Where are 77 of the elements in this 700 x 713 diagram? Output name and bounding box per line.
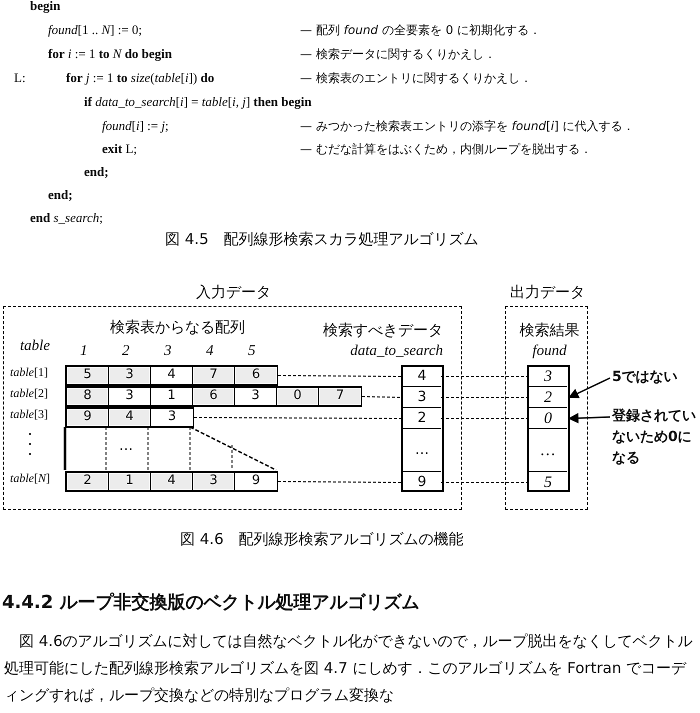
column-index: 4 (206, 343, 214, 360)
array-value: 5 (67, 367, 109, 384)
array-value: 2 (67, 473, 109, 490)
code-comment: — みつかった検索表エントリの添字を found[i] に代入する． (300, 118, 635, 135)
column-heading: 検索すべきデータ (322, 321, 443, 340)
array-value: 4 (151, 473, 193, 490)
row-label: table[2] (10, 386, 48, 401)
connector-line (440, 397, 530, 398)
variable-name: found (531, 343, 568, 360)
array-row (65, 386, 362, 407)
column-value: 9 (403, 472, 441, 493)
arrow (568, 377, 610, 398)
group-heading: 入力データ (195, 283, 272, 302)
array-value: 3 (109, 367, 151, 384)
code-line: end; (48, 187, 73, 203)
figure-caption: 図 4.6 配列線形検索アルゴリズムの機能 (180, 530, 464, 549)
annotation-text: 5ではない (612, 367, 700, 388)
column-value: 2 (403, 408, 441, 429)
column-value: 0 (529, 408, 567, 429)
array-value: 6 (193, 388, 235, 405)
array-value: 0 (277, 388, 319, 405)
connector-line (194, 417, 404, 419)
row-label: table[N] (10, 471, 50, 486)
code-comment: — 検索表のエントリに関するくりかえし． (300, 70, 532, 87)
column-heading: 検索結果 (518, 321, 580, 340)
ellipsis: … (119, 438, 133, 454)
array-row (65, 365, 278, 386)
array-value: 6 (235, 367, 277, 384)
figure-caption: 図 4.5 配列線形検索スカラ処理アルゴリズム (165, 230, 479, 249)
column-value: 4 (403, 366, 441, 387)
column-index: 1 (80, 343, 88, 360)
array-value: 9 (67, 409, 109, 426)
row-label: table[1] (10, 365, 48, 380)
statement-label: L: (14, 70, 26, 86)
code-line: if data_to_search[i] = table[i, j] then begin (84, 94, 312, 110)
column-value: 5 (529, 472, 567, 493)
arrow (568, 412, 610, 424)
code-line: found[1 .. N] := 0; (48, 22, 142, 38)
code-line: for j := 1 to size(table[i]) do (66, 70, 214, 86)
annotation-text: 登録されていないため0になる (612, 406, 700, 469)
column-value: 2 (529, 387, 567, 408)
column-value: … (403, 429, 441, 472)
connector-line (440, 376, 530, 377)
connector-line (278, 375, 404, 377)
variable-name: data_to_search (349, 343, 443, 360)
column-value: 3 (403, 387, 441, 408)
column-value: … (529, 429, 567, 472)
column-index: 3 (164, 343, 172, 360)
array-row (65, 471, 278, 492)
array-heading: 検索表からなる配列 (110, 318, 245, 337)
code-comment: — 検索データに関するくりかえし． (300, 46, 496, 63)
array-value: 1 (109, 473, 151, 490)
connector-line (440, 418, 530, 419)
connector-line (278, 481, 404, 483)
code-line: exit L; (102, 141, 138, 157)
paragraph: 図 4.6のアルゴリズムに対しては自然なベクトル化ができないので，ループ脱出をなくしてベクトル処理可能にした配列線形検索アルゴリズムを図 4.7 にしめす．このアルゴリズムを Fortran でコーディングすれば，ループ交換などの特別なプログラム変換な (4, 631, 694, 706)
code-comment: — むだな計算をはぶくため，内側ループを脱出する． (300, 141, 592, 158)
code-line: end; (84, 164, 109, 180)
array-value: 4 (109, 409, 151, 426)
code-line: found[i] := j; (102, 118, 169, 134)
section-heading: 4.4.2 ループ非交換版のベクトル処理アルゴリズム (2, 591, 420, 614)
array-value: 8 (67, 388, 109, 405)
array-value: 3 (193, 473, 235, 490)
array-value: 7 (193, 367, 235, 384)
column-value: 3 (529, 366, 567, 387)
column-index: 5 (248, 343, 256, 360)
array-name: table (20, 338, 50, 355)
code-line: for i := 1 to N do begin (48, 46, 172, 62)
code-line: begin (30, 0, 60, 14)
code-line: end s_search; (30, 210, 103, 226)
array-row (65, 407, 194, 428)
row-label: table[3] (10, 407, 48, 422)
array-value: 7 (319, 388, 361, 405)
column-index: 2 (122, 343, 130, 360)
connector-line (440, 482, 530, 483)
code-comment: — 配列 found の全要素を 0 に初期化する． (300, 22, 542, 39)
group-heading: 出力データ (509, 283, 586, 302)
